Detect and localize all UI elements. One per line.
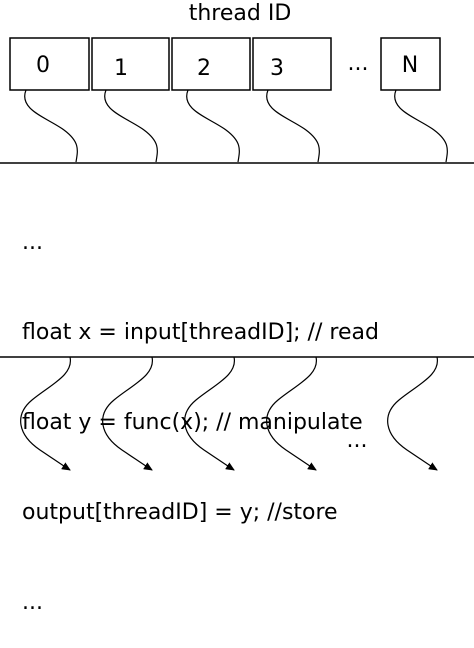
code-line-4: ... — [22, 590, 43, 615]
bottom-ellipsis: ... — [347, 428, 368, 453]
code-line-2: float y = func(x); // manipulate — [22, 410, 363, 435]
thread-arrow-2 — [184, 356, 235, 471]
thread-arrow-n — [387, 356, 438, 471]
thread-label-1: 1 — [114, 56, 128, 81]
thread-path-upper-0 — [24, 89, 78, 163]
thread-box-3: 3 — [252, 37, 332, 91]
code-line-1: float x = input[threadID]; // read — [22, 320, 379, 345]
diagram-title: thread ID — [189, 1, 292, 26]
thread-arrow-3 — [266, 356, 317, 471]
thread-arrow-1 — [102, 356, 153, 471]
thread-box-2: 2 — [171, 37, 251, 91]
thread-ellipsis: ... — [348, 51, 369, 76]
thread-path-upper-1 — [104, 89, 158, 163]
thread-box-1: 1 — [91, 37, 170, 91]
thread-path-upper-3 — [266, 89, 320, 163]
thread-label-n: N — [402, 53, 418, 78]
thread-diagram: thread ID 0 1 2 3 ... N ... — [0, 1, 474, 471]
thread-box-n: N — [380, 37, 441, 91]
thread-label-3: 3 — [270, 56, 284, 81]
thread-box-0: 0 — [9, 37, 90, 91]
thread-label-2: 2 — [197, 56, 211, 81]
kernel-code: ... float x = input[threadID]; // read f… — [22, 168, 379, 648]
thread-path-upper-2 — [186, 89, 240, 163]
thread-path-upper-n — [394, 89, 448, 163]
code-line-0: ... — [22, 230, 43, 255]
thread-label-0: 0 — [36, 53, 50, 78]
thread-arrow-0 — [20, 356, 71, 471]
code-line-3: output[threadID] = y; //store — [22, 500, 338, 525]
